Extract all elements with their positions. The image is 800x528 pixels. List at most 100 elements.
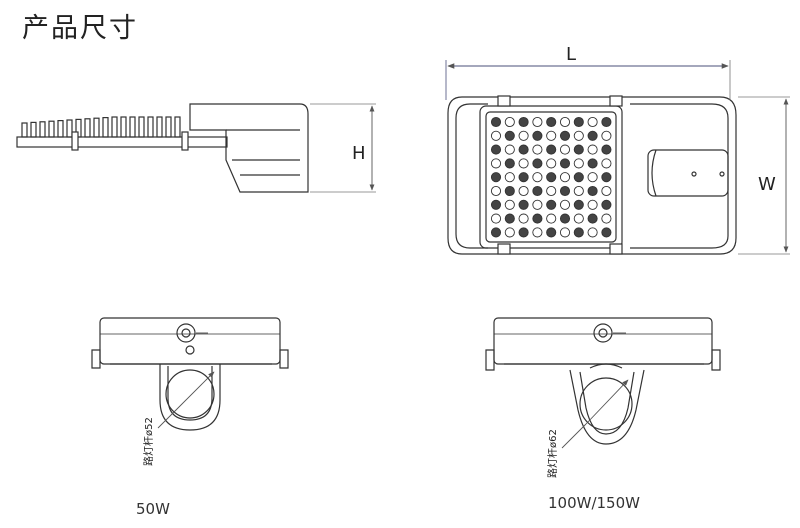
led-lens: [532, 213, 543, 224]
led-lens: [573, 172, 584, 183]
led-lens: [601, 116, 612, 128]
led-lens: [532, 116, 543, 128]
led-lens: [518, 158, 529, 169]
led-lens: [518, 172, 529, 183]
heat-sink-fins: [21, 116, 181, 138]
led-lens: [601, 227, 612, 238]
led-lens: [518, 116, 529, 128]
led-lens: [490, 116, 502, 128]
led-lens: [601, 185, 612, 197]
led-lens: [518, 130, 529, 141]
led-lens: [573, 116, 584, 128]
fin: [165, 116, 172, 138]
led-lens: [546, 213, 557, 224]
led-lens: [546, 158, 557, 169]
fin: [147, 116, 154, 138]
led-lens: [573, 213, 584, 224]
led-lens: [518, 213, 529, 224]
led-lens: [490, 199, 502, 210]
led-lens: [504, 130, 515, 141]
led-lens: [559, 213, 571, 224]
front-view-large: [485, 317, 721, 449]
led-lens: [490, 185, 502, 197]
led-lens: [559, 185, 571, 197]
fin: [156, 116, 163, 138]
dim-label-h: H: [352, 143, 366, 164]
led-lens: [559, 116, 571, 128]
led-lens: [532, 144, 543, 155]
fin: [120, 116, 127, 138]
led-lens: [559, 158, 571, 169]
led-lens: [573, 144, 584, 155]
side-view: [16, 103, 376, 193]
led-lens: [587, 199, 598, 210]
led-lens: [587, 185, 598, 197]
led-lens: [546, 185, 557, 197]
fin: [138, 116, 145, 138]
led-lens: [490, 213, 502, 224]
led-lens: [601, 172, 612, 183]
led-lens: [504, 185, 515, 197]
fin: [174, 116, 181, 138]
led-lens: [601, 213, 612, 224]
fin: [129, 116, 136, 138]
led-lens: [504, 172, 515, 183]
led-lens: [587, 227, 598, 238]
pole-label-small: 路灯杆ø52: [142, 417, 155, 466]
led-lens: [573, 130, 584, 141]
led-lens: [587, 213, 598, 224]
led-lens: [601, 199, 612, 210]
led-lens: [518, 144, 529, 155]
led-lens: [518, 199, 529, 210]
led-lens: [504, 144, 515, 155]
led-lens: [587, 172, 598, 183]
led-lens: [559, 130, 571, 141]
led-lens: [532, 199, 543, 210]
led-lens: [559, 227, 571, 238]
fin: [57, 119, 64, 138]
fin: [93, 117, 100, 138]
fin: [102, 116, 109, 138]
led-lens: [518, 227, 529, 238]
led-lens: [490, 144, 502, 155]
led-lens: [573, 185, 584, 197]
led-lens: [601, 158, 612, 169]
led-lens: [546, 116, 557, 128]
led-lens: [587, 144, 598, 155]
led-lens: [573, 227, 584, 238]
led-lens: [504, 199, 515, 210]
fin: [66, 119, 73, 138]
led-lens: [546, 172, 557, 183]
pole-label-large: 路灯杆ø62: [546, 429, 559, 478]
led-lens: [559, 199, 571, 210]
led-array: [490, 116, 612, 238]
led-lens: [532, 227, 543, 238]
front-view-small: [91, 317, 289, 431]
led-lens: [559, 144, 571, 155]
led-lens: [587, 158, 598, 169]
led-lens: [532, 158, 543, 169]
led-lens: [504, 116, 515, 128]
page-title: 产品尺寸: [22, 13, 138, 44]
led-lens: [490, 227, 502, 238]
fin: [30, 121, 37, 138]
dim-label-l: L: [566, 44, 576, 65]
led-lens: [601, 130, 612, 141]
fin: [84, 118, 91, 138]
led-lens: [490, 158, 502, 169]
led-lens: [587, 116, 598, 128]
led-lens: [546, 199, 557, 210]
caption-100w-150w: 100W/150W: [548, 494, 640, 512]
led-lens: [546, 130, 557, 141]
led-lens: [532, 130, 543, 141]
fin: [39, 121, 46, 138]
led-lens: [490, 172, 502, 183]
led-lens: [559, 172, 571, 183]
led-lens: [573, 199, 584, 210]
led-lens: [546, 227, 557, 238]
led-lens: [504, 158, 515, 169]
caption-50w: 50W: [136, 500, 170, 518]
top-view: [445, 60, 790, 255]
led-lens: [532, 172, 543, 183]
